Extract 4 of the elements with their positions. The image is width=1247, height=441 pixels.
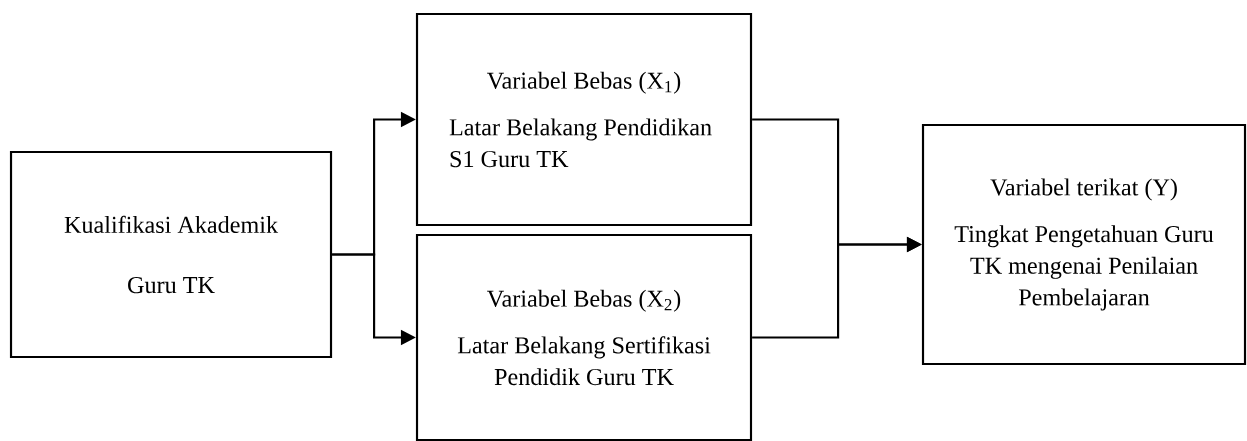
box: Kualifikasi Akademik Guru TK [9, 150, 333, 359]
box: Variabel Bebas (X$_{1}$) Latar Belakang Pendidikan S1 Guru TK [415, 12, 753, 227]
box: Variabel Bebas (X$_{2}$) Latar Belakang Sertifikasi Pendidik Guru TK [415, 233, 753, 441]
box: Variabel terikat (Y) Tingkat Pengetahuan Guru TK mengenai Penilaian Pembelajaran [921, 123, 1247, 366]
